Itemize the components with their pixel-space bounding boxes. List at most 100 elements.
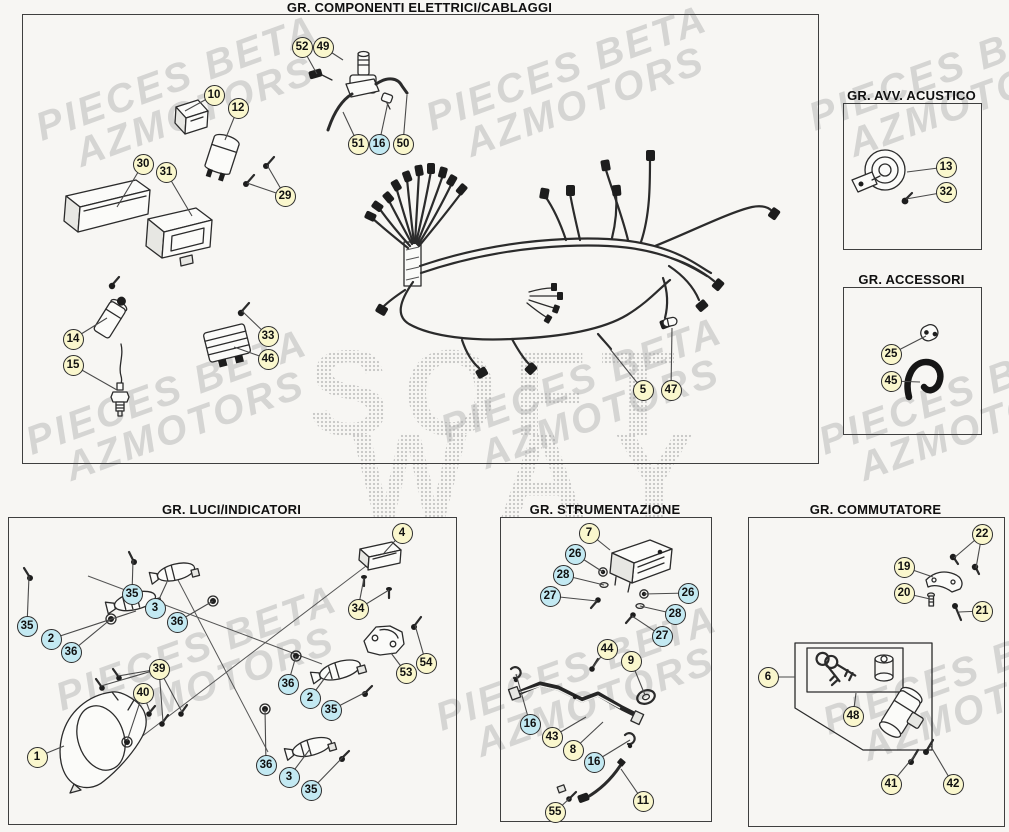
callout-35: 35	[16, 615, 38, 637]
callout-13: 13	[935, 156, 957, 178]
callout-51: 51	[347, 133, 369, 155]
callout-15: 15	[62, 354, 84, 376]
callout-52: 52	[291, 36, 313, 58]
panel-componenti-title: GR. COMPONENTI ELETTRICI/CABLAGGI	[286, 0, 553, 15]
callout-22: 22	[971, 523, 993, 545]
callout-27: 27	[539, 585, 561, 607]
callout-45: 45	[880, 370, 902, 392]
cable-part-11	[577, 758, 626, 803]
spark-plug-part-15	[110, 382, 130, 417]
callout-29: 29	[274, 185, 296, 207]
box-part-31	[145, 207, 213, 267]
callout-34: 34	[347, 598, 369, 620]
callout-35: 35	[300, 779, 322, 801]
callout-46: 46	[257, 348, 279, 370]
key-2	[824, 654, 857, 682]
callout-31: 31	[155, 161, 177, 183]
indicator-part-2-mid	[309, 659, 368, 685]
callout-36: 36	[60, 641, 82, 663]
callout-35: 35	[320, 699, 342, 721]
headlight-part-1	[59, 691, 147, 794]
bracket-part-19	[925, 571, 963, 593]
panel-luci-title: GR. LUCI/INDICATORI	[161, 502, 302, 517]
relay-part-10	[174, 99, 209, 135]
callout-48: 48	[842, 705, 864, 727]
solenoid-part-49	[308, 50, 409, 132]
callout-53: 53	[395, 662, 417, 684]
speedo-fasteners-left	[589, 567, 609, 610]
headlight-screws	[94, 667, 189, 748]
callout-1: 1	[26, 746, 48, 768]
ignition-switch	[878, 686, 924, 738]
callout-21: 21	[971, 600, 993, 622]
bolt-small	[108, 275, 121, 290]
callout-36: 36	[255, 754, 277, 776]
callout-28: 28	[664, 603, 686, 625]
callout-36: 36	[277, 673, 299, 695]
callout-50: 50	[392, 133, 414, 155]
callout-2: 2	[40, 628, 62, 650]
callout-6: 6	[757, 666, 779, 688]
callout-20: 20	[893, 582, 915, 604]
callout-3: 3	[144, 597, 166, 619]
callout-27: 27	[651, 625, 673, 647]
bracket-part-8-43	[507, 681, 645, 726]
callout-4: 4	[391, 522, 413, 544]
callout-28: 28	[552, 564, 574, 586]
callout-19: 19	[893, 556, 915, 578]
callout-35: 35	[121, 583, 143, 605]
screw-part-21	[952, 603, 963, 622]
indicator-part-3-top	[148, 562, 201, 585]
bracket-part-53	[363, 615, 423, 656]
panel-accessori-title: GR. ACCESSORI	[858, 272, 965, 287]
callout-10: 10	[203, 84, 225, 106]
callout-43: 43	[541, 726, 563, 748]
callout-33: 33	[257, 325, 279, 347]
hook-part-45	[904, 358, 944, 401]
callout-26: 26	[677, 582, 699, 604]
callout-40: 40	[132, 682, 154, 704]
wiring-harness-part-5	[364, 150, 781, 379]
callout-12: 12	[227, 97, 249, 119]
callout-8: 8	[562, 739, 584, 761]
cap-part-47	[662, 316, 678, 328]
screws-part-29	[243, 155, 276, 187]
callout-55: 55	[544, 801, 566, 823]
callout-54: 54	[415, 652, 437, 674]
indicator-fasteners-bottom	[259, 650, 374, 762]
callout-25: 25	[880, 343, 902, 365]
clamp-part-16-right	[623, 732, 636, 749]
callout-47: 47	[660, 379, 682, 401]
callout-49: 49	[312, 36, 334, 58]
panel-strumentazione-title: GR. STRUMENTAZIONE	[529, 502, 681, 517]
callout-9: 9	[620, 650, 642, 672]
starter-relay-part-12	[204, 133, 240, 182]
callout-44: 44	[596, 638, 618, 660]
ignition-coil-part-14	[93, 296, 128, 339]
regulator-part-46	[202, 323, 252, 368]
callout-36: 36	[166, 611, 188, 633]
callout-16: 16	[368, 133, 390, 155]
callout-26: 26	[564, 543, 586, 565]
callout-41: 41	[880, 773, 902, 795]
callout-30: 30	[132, 153, 154, 175]
indicator-part-3-bottom	[283, 736, 338, 761]
callout-16: 16	[583, 751, 605, 773]
callout-16: 16	[519, 713, 541, 735]
speedometer-part-7	[609, 539, 673, 593]
callout-32: 32	[935, 181, 957, 203]
callout-7: 7	[578, 522, 600, 544]
callout-11: 11	[632, 790, 654, 812]
callout-42: 42	[942, 773, 964, 795]
lock-cylinder-part-48	[874, 654, 894, 682]
callout-14: 14	[62, 328, 84, 350]
screws-nuts-top	[22, 550, 219, 625]
callout-39: 39	[148, 658, 170, 680]
horn-part-13	[851, 149, 906, 193]
key-group-part-6	[794, 642, 933, 751]
panel-commutatore-title: GR. COMMUTATORE	[809, 502, 942, 517]
callout-2: 2	[299, 687, 321, 709]
callout-5: 5	[632, 379, 654, 401]
